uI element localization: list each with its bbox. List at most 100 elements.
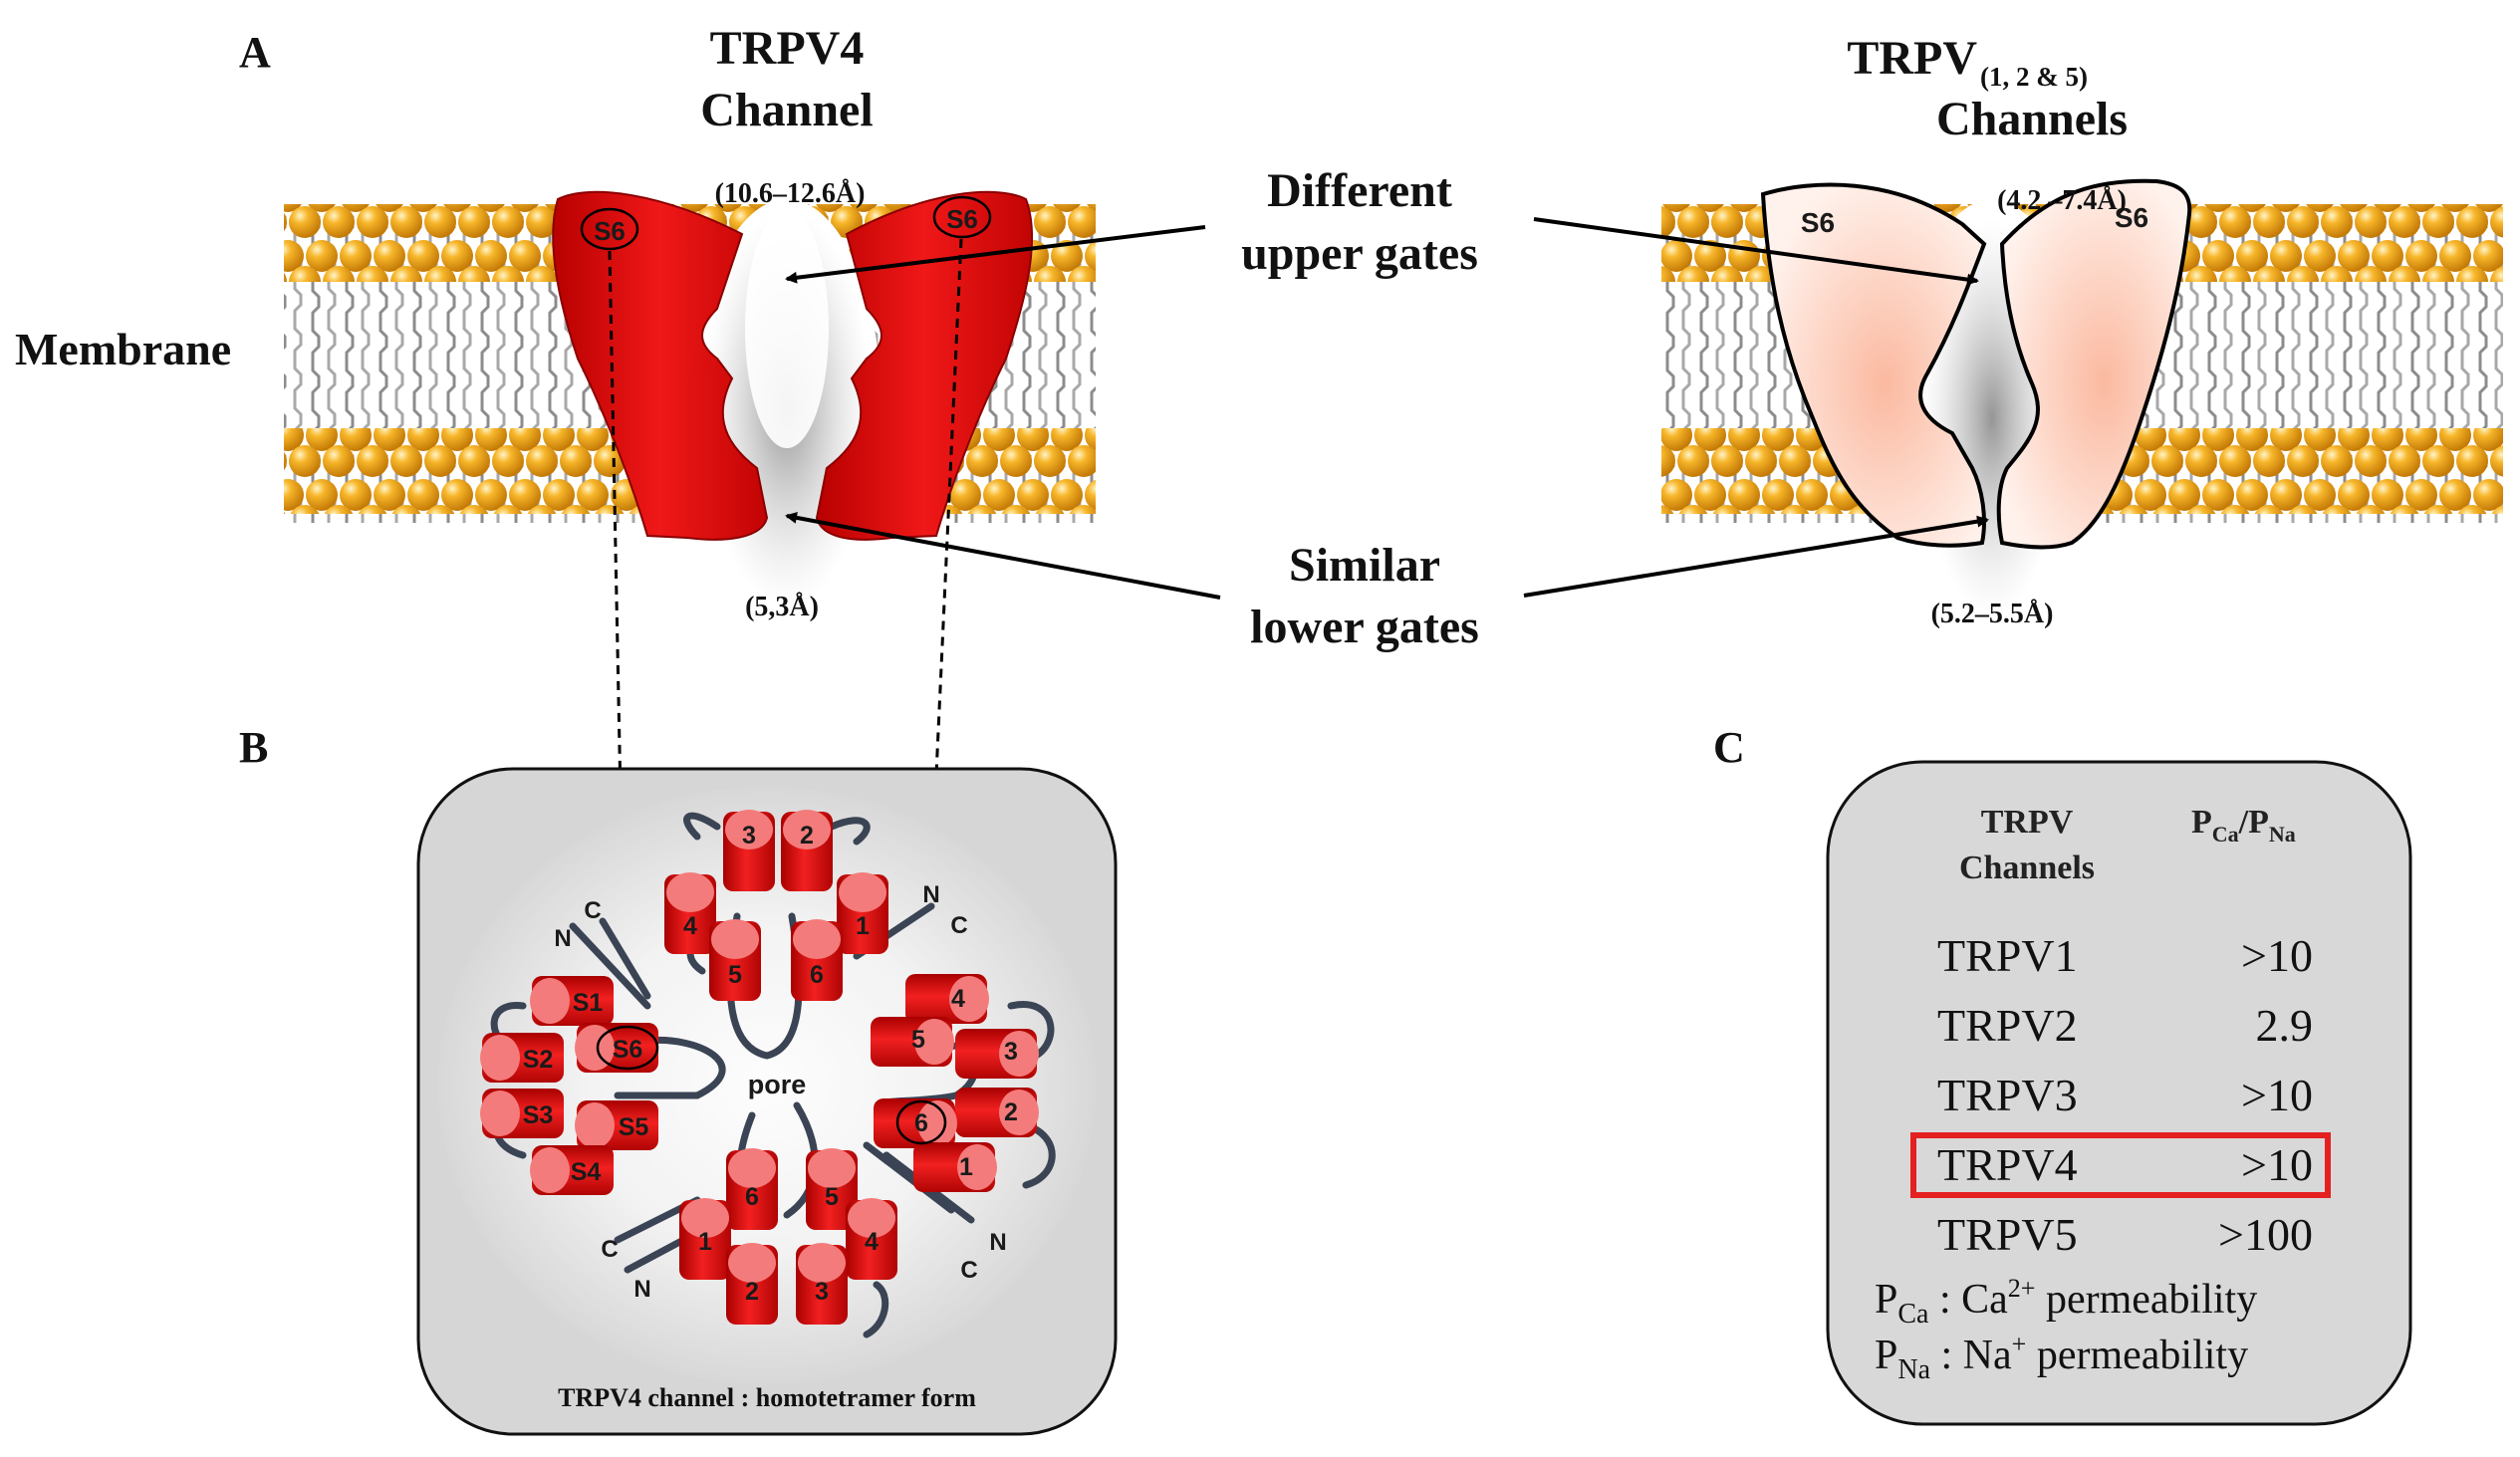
- table-header-col2: PCa/PNa: [2191, 804, 2296, 847]
- table-row: TRPV5 >100: [1937, 1209, 2313, 1260]
- right-cyl-1: [913, 1142, 997, 1192]
- tetramer-helices: [480, 810, 1039, 1325]
- n-terminus-right: N: [989, 1229, 1006, 1256]
- segment-label-s6: S6: [613, 1036, 643, 1064]
- table-row: TRPV3>10: [1937, 1070, 2313, 1120]
- panel-label-a: A: [239, 28, 271, 77]
- legend-ca: PCa : Ca2+ permeability: [1875, 1274, 2257, 1330]
- left-cyl-s3: [480, 1089, 564, 1138]
- panel-label-c: C: [1713, 723, 1745, 772]
- top-cyl-2: [781, 810, 833, 891]
- tetramer-caption: TRPV4 channel : homotetramer form: [558, 1383, 976, 1412]
- top-cyl-6: [791, 919, 843, 1001]
- trpv4-s6-right: S6: [946, 204, 978, 234]
- permeability-panel: [1826, 760, 2412, 1426]
- membrane-label: Membrane: [15, 324, 231, 374]
- table-cell-channel: TRPV1: [1937, 930, 2078, 981]
- trpv4-s6-left-circle: [580, 207, 639, 251]
- bottom-helix-4: 4: [865, 1228, 879, 1256]
- right-helix-3: 3: [1004, 1038, 1018, 1066]
- table-header-col1-line2: Channels: [1959, 850, 2095, 886]
- segment-label-s4: S4: [571, 1158, 602, 1186]
- trpv125-title-line2: Channels: [1936, 93, 2128, 145]
- pore-label: pore: [748, 1070, 807, 1099]
- top-helix-5: 5: [728, 961, 742, 989]
- top-cyl-5: [709, 919, 761, 1001]
- trpv4-lower-gate: (5,3Å): [745, 592, 819, 622]
- segment-label-s2: S2: [523, 1046, 554, 1074]
- table-row: TRPV1 >10: [1937, 930, 2313, 981]
- right-helix-6-circle: [895, 1099, 947, 1145]
- panel-label-b: B: [239, 723, 268, 772]
- bottom-cyl-5: [806, 1148, 858, 1230]
- bottom-helix-1: 1: [698, 1228, 712, 1256]
- table-cell-value: >100: [2218, 1209, 2313, 1260]
- n-terminus-left: N: [554, 925, 571, 952]
- trpv4-left-subunit: [552, 190, 769, 541]
- trpv4-title-line1: TRPV4: [710, 22, 865, 75]
- table-cell-value: >10: [2241, 1070, 2313, 1120]
- trpv4-s6-left: S6: [594, 216, 626, 246]
- bottom-helix-2: 2: [745, 1278, 759, 1306]
- trpv4-title-line2: Channel: [700, 84, 873, 136]
- table-row: TRPV4 >10: [1910, 1132, 2331, 1198]
- dashed-connectors: [608, 238, 963, 1096]
- c-terminus-top: C: [950, 912, 967, 939]
- gate-arrows: [785, 217, 1989, 600]
- top-helix-2: 2: [800, 822, 814, 850]
- right-helix-2: 2: [1004, 1098, 1018, 1126]
- top-cyl-1: [837, 872, 888, 954]
- segment-label-s1: S1: [573, 989, 604, 1017]
- annotation-upper-line2: upper gates: [1241, 227, 1478, 280]
- c-terminus-left: C: [584, 897, 601, 924]
- right-cyl-6: [874, 1098, 957, 1148]
- trpv4-upper-gate: (10.6–12.6Å): [715, 178, 866, 209]
- right-cyl-5: [871, 1017, 954, 1067]
- right-cyl-3: [955, 1029, 1039, 1079]
- bottom-cyl-4: [846, 1198, 897, 1280]
- left-cyl-s4: [530, 1145, 614, 1195]
- highlight-box: [1910, 1132, 2331, 1198]
- table-row: TRPV2 2.9: [1937, 1000, 2313, 1051]
- table-cell-value: >10: [2241, 1139, 2313, 1190]
- c-terminus-right: C: [960, 1257, 977, 1284]
- legend-na: PNa : Na+ permeability: [1875, 1330, 2248, 1385]
- right-cyl-2: [955, 1088, 1039, 1137]
- segment-s6-circle: [596, 1025, 659, 1071]
- bottom-helix-3: 3: [815, 1278, 829, 1306]
- table-cell-value: >10: [2241, 930, 2313, 981]
- annotation-upper-line1: Different: [1267, 164, 1452, 217]
- bottom-cyl-3: [796, 1243, 848, 1325]
- trpv125-title-main: TRPV: [1847, 32, 1977, 85]
- bottom-cyl-1: [679, 1198, 731, 1280]
- trpv4-s6-right-circle: [932, 195, 992, 239]
- annotation-lower-line2: lower gates: [1250, 601, 1479, 653]
- right-helix-4: 4: [951, 985, 965, 1013]
- top-cyl-3: [723, 810, 775, 891]
- left-cyl-s2: [480, 1033, 564, 1083]
- table-cell-channel: TRPV4: [1937, 1139, 2078, 1190]
- right-helix-5: 5: [911, 1026, 925, 1054]
- trpv125-s6-right: S6: [2115, 202, 2148, 233]
- trpv125-right-subunit: [1996, 178, 2192, 550]
- trpv125-s6-left: S6: [1801, 207, 1835, 238]
- table-cell-value: 2.9: [2256, 1000, 2314, 1051]
- right-cyl-4: [905, 974, 989, 1024]
- trpv125-upper-gate: (4.2 –7.4Å): [1997, 185, 2127, 216]
- table-header-col1-line1: TRPV: [1981, 804, 2074, 841]
- c-terminus-bottom: C: [601, 1236, 618, 1263]
- n-terminus-bottom: N: [633, 1276, 650, 1303]
- trpv125-lower-gate: (5.2–5.5Å): [1931, 599, 2054, 629]
- segment-label-s3: S3: [523, 1101, 554, 1129]
- top-helix-1: 1: [856, 912, 870, 940]
- annotation-lower-line1: Similar: [1289, 539, 1440, 592]
- left-cyl-s1: [530, 976, 614, 1026]
- left-cyl-s5: [575, 1100, 658, 1150]
- trpv125-title-sub: (1, 2 & 5): [1980, 62, 2088, 92]
- table-cell-channel: TRPV2: [1937, 1000, 2078, 1051]
- table-cell-channel: TRPV5: [1937, 1209, 2078, 1260]
- left-cyl-s6: [575, 1023, 658, 1073]
